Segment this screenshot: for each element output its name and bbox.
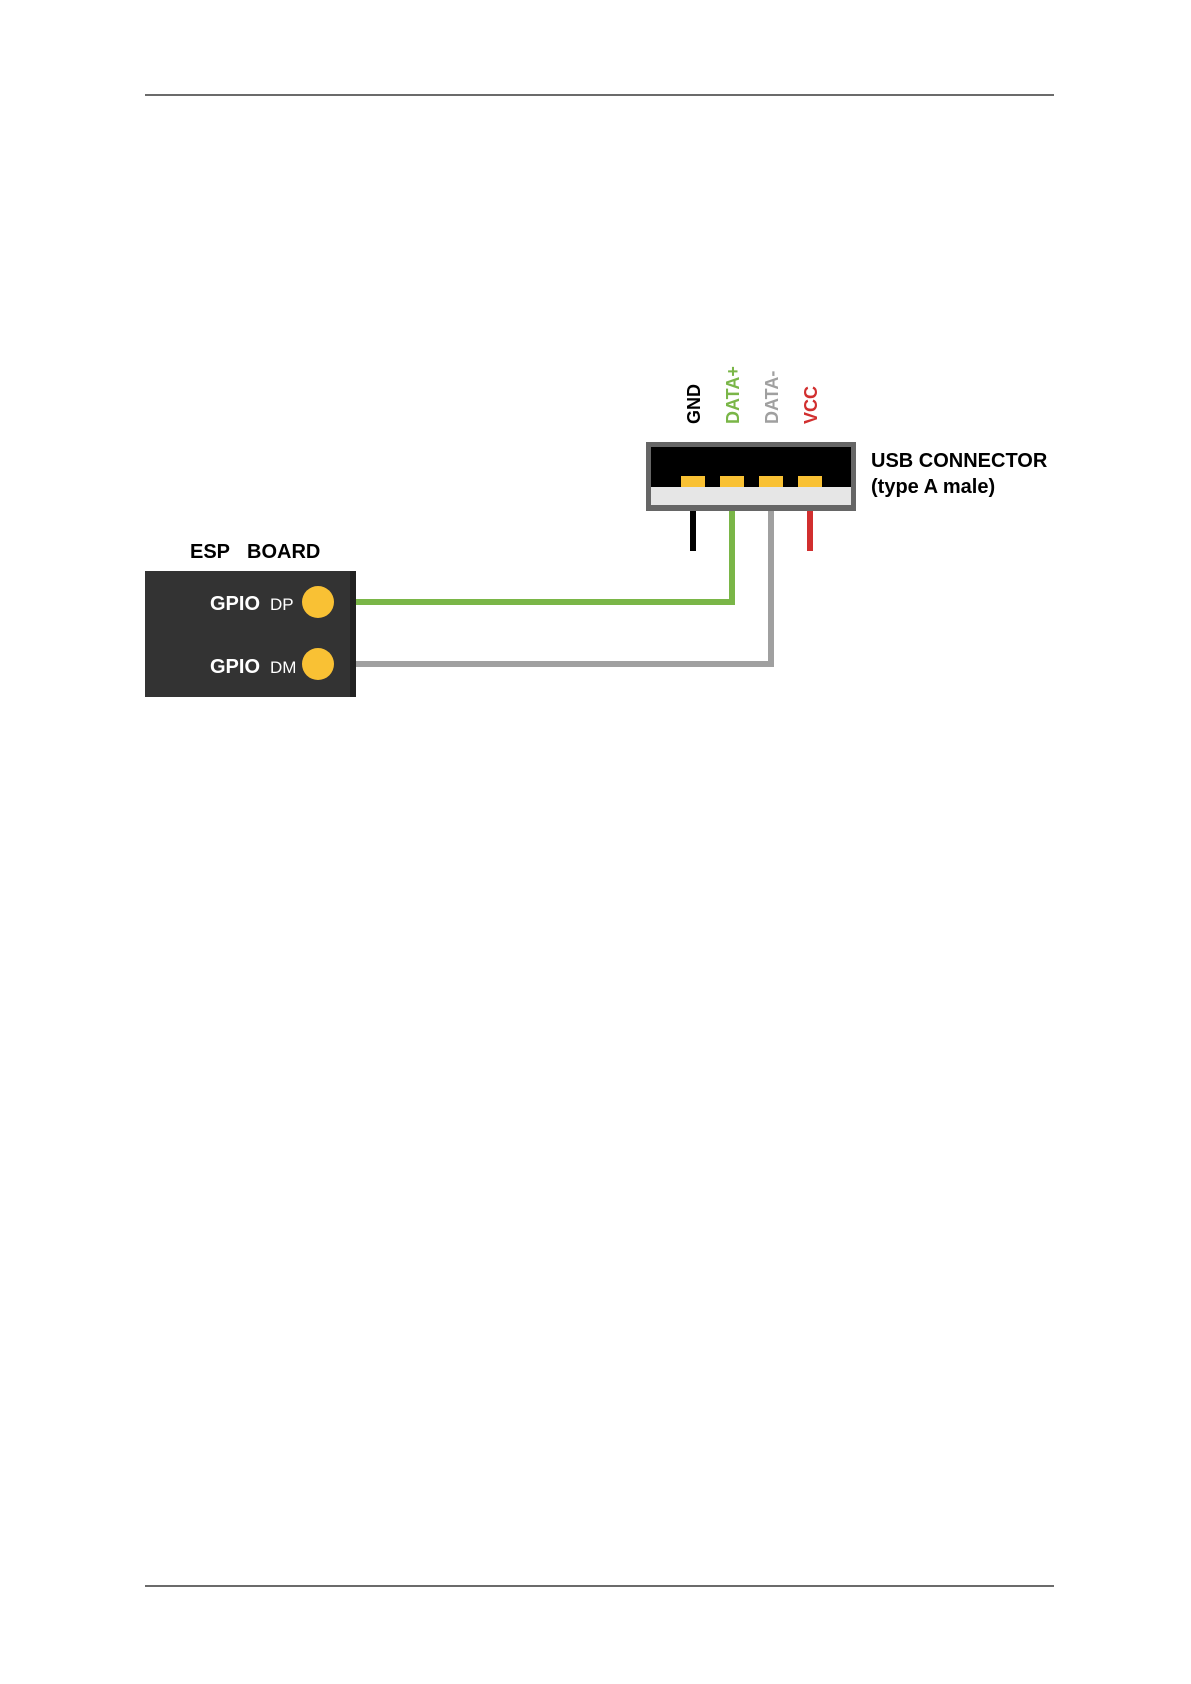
usb-pin-label-data-plus: DATA+ [723, 366, 743, 424]
usb-pin-label-gnd: GND [684, 384, 704, 424]
gpio-dm-label: GPIO [210, 656, 260, 678]
usb-pin-label-vcc: VCC [801, 386, 821, 424]
usb-contact-vcc [798, 476, 822, 487]
esp-board-title-board: BOARD [247, 541, 320, 563]
usb-connector-tongue [651, 487, 851, 505]
usb-contact-gnd [681, 476, 705, 487]
usb-contact-data-minus [759, 476, 783, 487]
usb-connector-label-line1: USB CONNECTOR [871, 450, 1048, 472]
gpio-dp-label: GPIO [210, 593, 260, 615]
wire-data-minus [318, 503, 771, 664]
esp-board-title-esp: ESP [190, 541, 230, 563]
esp-board-edge [350, 571, 356, 697]
usb-contact-data-plus [720, 476, 744, 487]
gpio-dm-pad [302, 648, 334, 680]
gpio-dp-pad [302, 586, 334, 618]
wire-data-plus [318, 503, 732, 602]
usb-pin-label-data-minus: DATA- [762, 371, 782, 424]
gpio-dp-sublabel: DP [270, 595, 294, 614]
gpio-dm-sublabel: DM [270, 658, 296, 677]
usb-connector-label-line2: (type A male) [871, 476, 995, 498]
